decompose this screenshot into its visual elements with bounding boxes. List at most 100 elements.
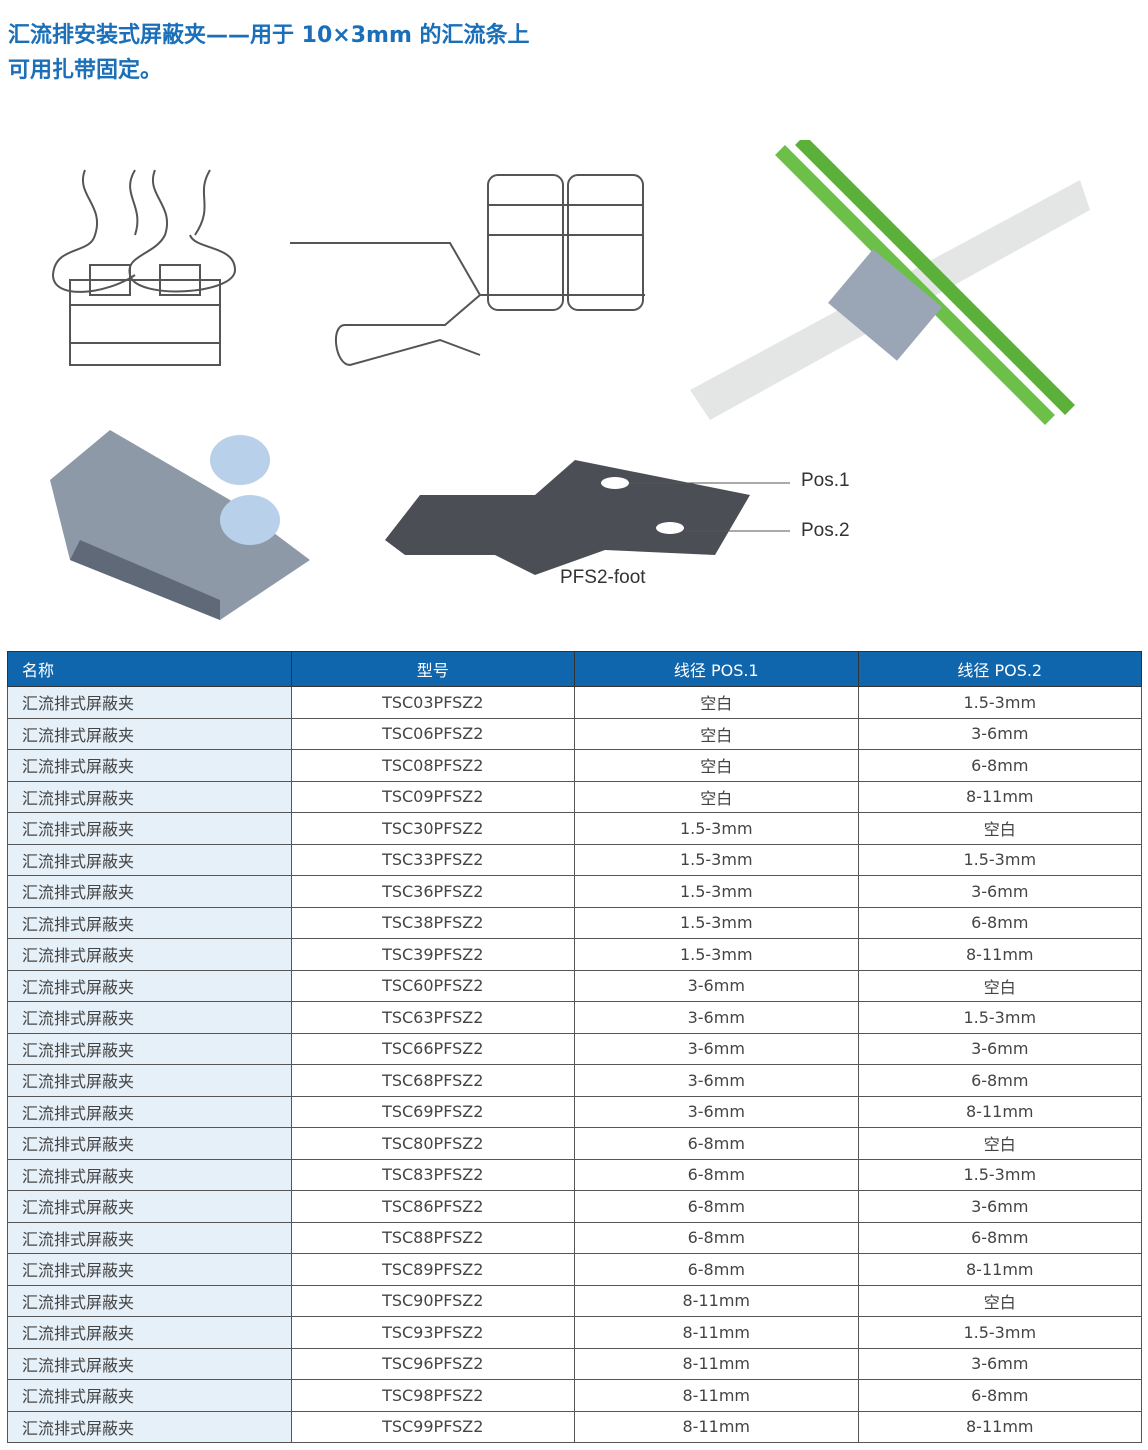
cell-model: TSC90PFSZ2 [290,1284,575,1317]
cell-pos1: 8-11mm [574,1284,859,1317]
cell-name: 汇流排式屏蔽夹 [7,1379,292,1412]
cell-model: TSC60PFSZ2 [290,969,575,1002]
cell-name: 汇流排式屏蔽夹 [7,1221,292,1254]
cell-pos2: 1.5-3mm [857,686,1142,719]
cell-model: TSC09PFSZ2 [290,780,575,813]
cell-name: 汇流排式屏蔽夹 [7,843,292,876]
cell-pos1: 1.5-3mm [574,843,859,876]
cell-name: 汇流排式屏蔽夹 [7,717,292,750]
cell-pos2: 6-8mm [857,906,1142,939]
cell-pos1: 8-11mm [574,1316,859,1349]
cell-pos1: 3-6mm [574,1032,859,1065]
cell-model: TSC93PFSZ2 [290,1316,575,1349]
clip-3d-photo [50,430,310,620]
cell-pos2: 3-6mm [857,875,1142,908]
header-pos1: 线径 POS.1 [574,651,859,687]
cell-pos2: 8-11mm [857,1410,1142,1443]
header-pos2: 线径 POS.2 [857,651,1142,687]
clip-front-drawing [51,169,237,366]
cell-pos1: 8-11mm [574,1379,859,1412]
cell-name: 汇流排式屏蔽夹 [7,906,292,939]
clip-side-drawing [290,174,645,367]
cell-model: TSC33PFSZ2 [290,843,575,876]
cell-pos2: 6-8mm [857,1221,1142,1254]
cell-name: 汇流排式屏蔽夹 [7,1127,292,1160]
cell-pos2: 3-6mm [857,1190,1142,1223]
cell-pos1: 3-6mm [574,969,859,1002]
cell-name: 汇流排式屏蔽夹 [7,780,292,813]
cell-name: 汇流排式屏蔽夹 [7,812,292,845]
cell-name: 汇流排式屏蔽夹 [7,1190,292,1223]
cell-pos1: 空白 [574,717,859,750]
cell-pos2: 空白 [857,1284,1142,1317]
cell-pos2: 8-11mm [857,1095,1142,1128]
cell-model: TSC98PFSZ2 [290,1379,575,1412]
cell-model: TSC06PFSZ2 [290,717,575,750]
cell-pos2: 3-6mm [857,717,1142,750]
cell-name: 汇流排式屏蔽夹 [7,1316,292,1349]
cell-pos1: 8-11mm [574,1347,859,1380]
header-model: 型号 [290,651,575,687]
cell-pos1: 1.5-3mm [574,938,859,971]
cell-pos1: 空白 [574,686,859,719]
cell-model: TSC69PFSZ2 [290,1095,575,1128]
cell-name: 汇流排式屏蔽夹 [7,1095,292,1128]
cell-pos2: 8-11mm [857,1253,1142,1286]
cell-pos2: 1.5-3mm [857,1001,1142,1034]
cell-name: 汇流排式屏蔽夹 [7,1284,292,1317]
cell-model: TSC83PFSZ2 [290,1158,575,1191]
cell-pos2: 3-6mm [857,1347,1142,1380]
cell-pos2: 空白 [857,1127,1142,1160]
cell-pos1: 空白 [574,780,859,813]
cell-model: TSC99PFSZ2 [290,1410,575,1443]
cell-pos2: 1.5-3mm [857,1316,1142,1349]
cell-model: TSC66PFSZ2 [290,1032,575,1065]
cell-model: TSC39PFSZ2 [290,938,575,971]
cell-pos2: 8-11mm [857,780,1142,813]
cell-model: TSC63PFSZ2 [290,1001,575,1034]
cell-pos2: 8-11mm [857,938,1142,971]
cell-pos2: 1.5-3mm [857,843,1142,876]
cell-pos2: 6-8mm [857,1064,1142,1097]
title-line-2: 可用扎带固定。 [8,58,163,83]
cell-model: TSC08PFSZ2 [290,749,575,782]
cell-pos1: 空白 [574,749,859,782]
cell-name: 汇流排式屏蔽夹 [7,1410,292,1443]
header-name: 名称 [7,651,292,687]
cell-pos1: 6-8mm [574,1253,859,1286]
cell-model: TSC80PFSZ2 [290,1127,575,1160]
cell-pos2: 空白 [857,812,1142,845]
cell-model: TSC30PFSZ2 [290,812,575,845]
pfs2-foot-label: PFS2-foot [560,567,646,588]
cell-name: 汇流排式屏蔽夹 [7,1253,292,1286]
cell-pos2: 3-6mm [857,1032,1142,1065]
cell-name: 汇流排式屏蔽夹 [7,1158,292,1191]
cell-pos1: 1.5-3mm [574,875,859,908]
cell-model: TSC96PFSZ2 [290,1347,575,1380]
cell-pos1: 1.5-3mm [574,812,859,845]
cell-pos1: 6-8mm [574,1127,859,1160]
clip-on-busbar-photo [690,140,1090,425]
cell-name: 汇流排式屏蔽夹 [7,1001,292,1034]
cell-pos2: 6-8mm [857,1379,1142,1412]
cell-model: TSC03PFSZ2 [290,686,575,719]
